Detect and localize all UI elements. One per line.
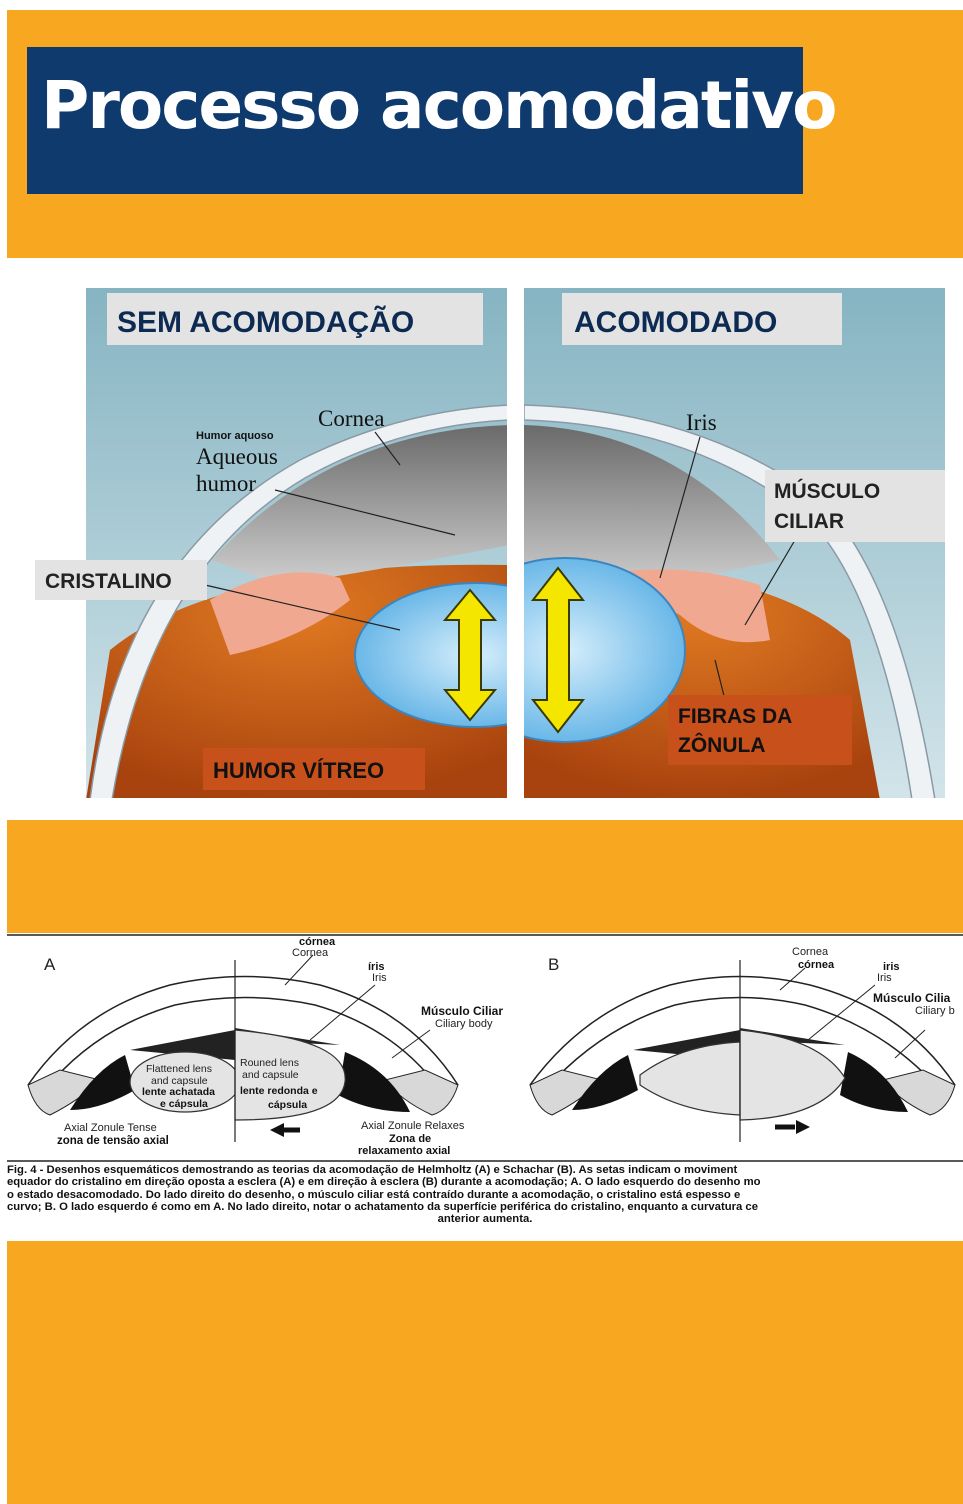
a-flat4: e cápsula [160,1098,208,1110]
b-ciliary-en: Ciliary b [915,1005,955,1017]
letter-a: A [44,955,56,974]
heading-acomodado: ACOMODADO [574,306,777,339]
a-flat3: lente achatada [142,1086,215,1098]
label-iris: Iris [686,410,717,435]
a-ciliary-en: Ciliary body [435,1018,493,1030]
a-tense2: zona de tensão axial [57,1135,169,1147]
label-aqueous-line2: humor [196,471,256,496]
label-musculo-line1: MÚSCULO [774,479,880,503]
eye-accommodation-illustration: SEM ACOMODAÇÃO Cornea Humor aquoso Aqueo… [0,260,963,820]
caption-line-3: o estado desacomodado. Do lado direito d… [7,1189,963,1201]
b-cornea-pt: córnea [798,959,835,971]
label-musculo-line2: CILIAR [774,510,844,533]
letter-b: B [548,955,559,974]
b-cornea-en: Cornea [792,946,829,958]
orange-band-bottom [7,1241,963,1504]
a-iris-en: Iris [372,972,387,984]
orange-band-middle [7,820,963,933]
heading-sem-acomodacao: SEM ACOMODAÇÃO [117,305,414,339]
caption-line-2: equador do cristalino em direção oposta … [7,1176,963,1188]
a-relax2: Zona de [389,1133,431,1145]
a-round1: Rouned lens [240,1057,299,1069]
a-cornea-en: Cornea [292,947,329,959]
label-humor-aquoso: Humor aquoso [196,430,274,442]
a-relax1: Axial Zonule Relaxes [361,1120,465,1132]
a-round3: lente redonda e [240,1085,318,1097]
label-aqueous-line1: Aqueous [196,444,278,469]
caption-line-5: anterior aumenta. [7,1213,963,1225]
panel-sem-acomodacao [86,288,595,800]
a-round4: cápsula [268,1099,307,1111]
figure-caption: Fig. 4 - Desenhos esquemáticos demostran… [7,1164,963,1225]
label-cristalino: CRISTALINO [45,570,172,593]
label-fibras-line2: ZÔNULA [678,733,766,757]
a-musculo-pt: Músculo Ciliar [421,1004,503,1018]
schematic-helmholtz-schachar: A córnea Cornea íris Iris Músculo Ciliar… [0,933,963,1163]
a-tense1: Axial Zonule Tense [64,1122,157,1134]
page-title: Processo acomodativo [41,67,835,144]
a-flat1: Flattened lens [146,1063,212,1075]
b-iris-en: Iris [877,972,892,984]
a-round2: and capsule [242,1069,299,1081]
label-humor-vitreo: HUMOR VÍTREO [213,758,384,783]
caption-line-4: curvo; B. O lado esquerdo é como em A. N… [7,1201,963,1213]
caption-line-1: Fig. 4 - Desenhos esquemáticos demostran… [7,1164,963,1176]
b-musculo-pt: Músculo Cilia [873,991,951,1005]
label-fibras-line1: FIBRAS DA [678,705,792,728]
a-relax3: relaxamento axial [358,1145,450,1157]
title-banner: Processo acomodativo [27,47,803,194]
label-cornea: Cornea [318,406,384,431]
